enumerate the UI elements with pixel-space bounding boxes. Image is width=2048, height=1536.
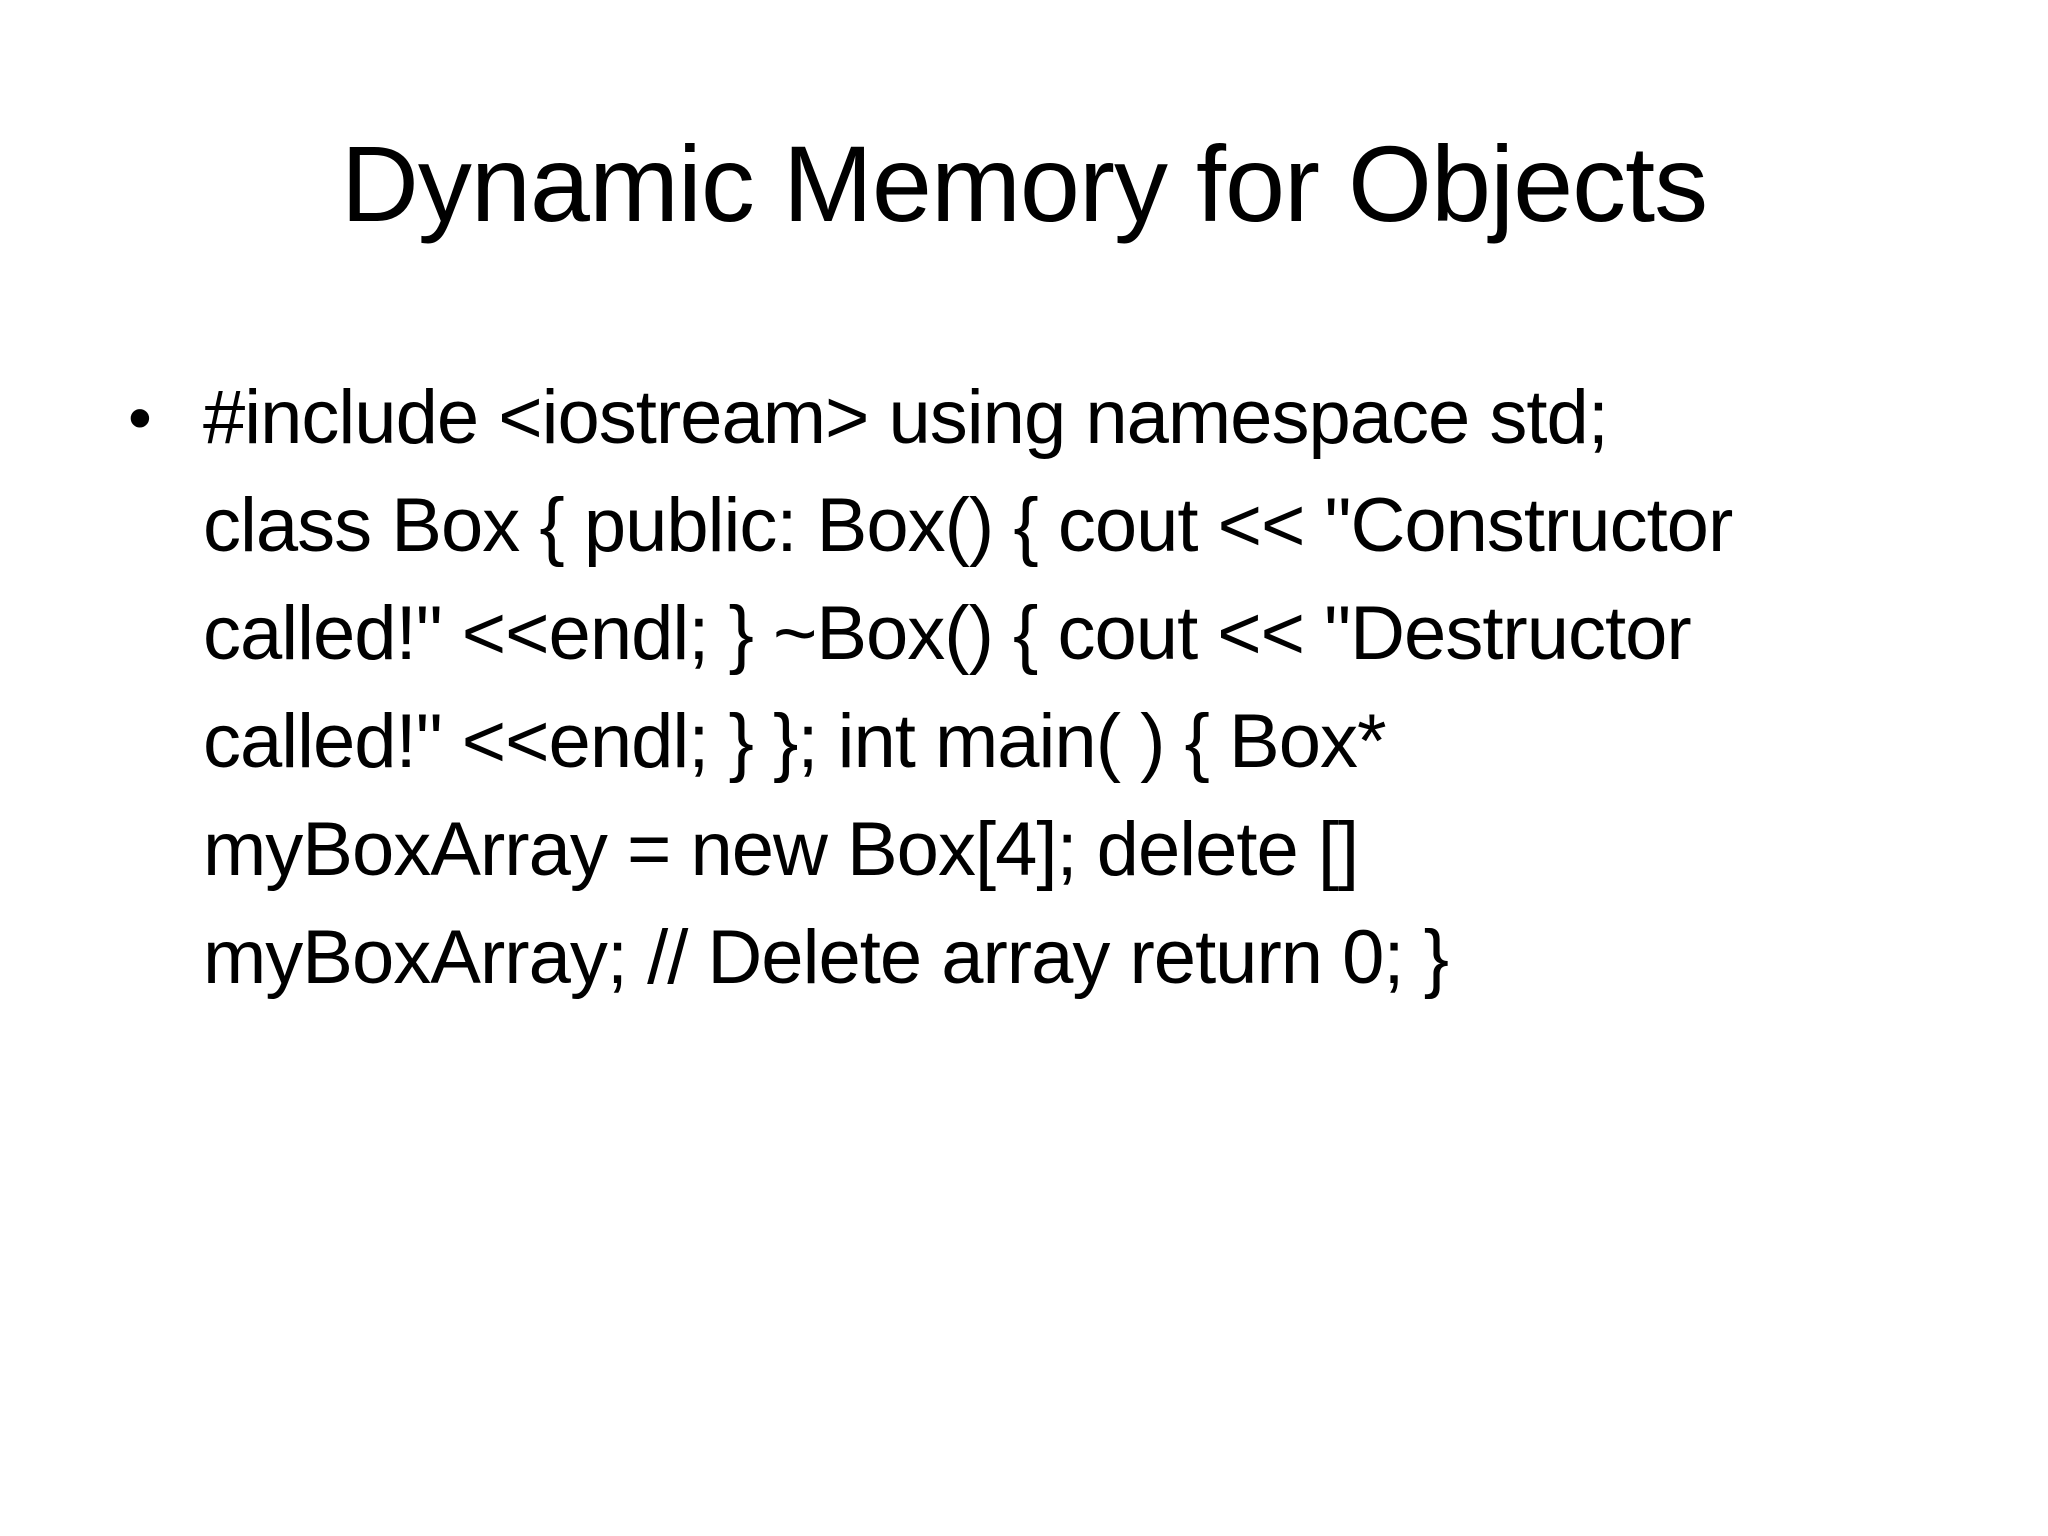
bullet-marker: •	[128, 380, 152, 456]
bullet-item: • #include <iostream> using namespace st…	[128, 364, 1733, 1012]
slide-title: Dynamic Memory for Objects	[340, 123, 1708, 244]
bullet-text-line: called!" <<endl; } ~Box() { cout << "Des…	[203, 591, 1692, 676]
bullet-text-line: called!" <<endl; } }; int main( ) { Box*	[203, 699, 1387, 784]
bullet-text: #include <iostream> using namespace std;…	[203, 364, 1733, 1012]
bullet-text-line: #include <iostream> using namespace std;	[203, 375, 1609, 460]
bullet-text-line: myBoxArray = new Box[4]; delete []	[203, 807, 1359, 892]
bullet-text-line: myBoxArray; // Delete array return 0; }	[203, 915, 1449, 1000]
bullet-text-line: class Box { public: Box() { cout << "Con…	[203, 483, 1733, 568]
